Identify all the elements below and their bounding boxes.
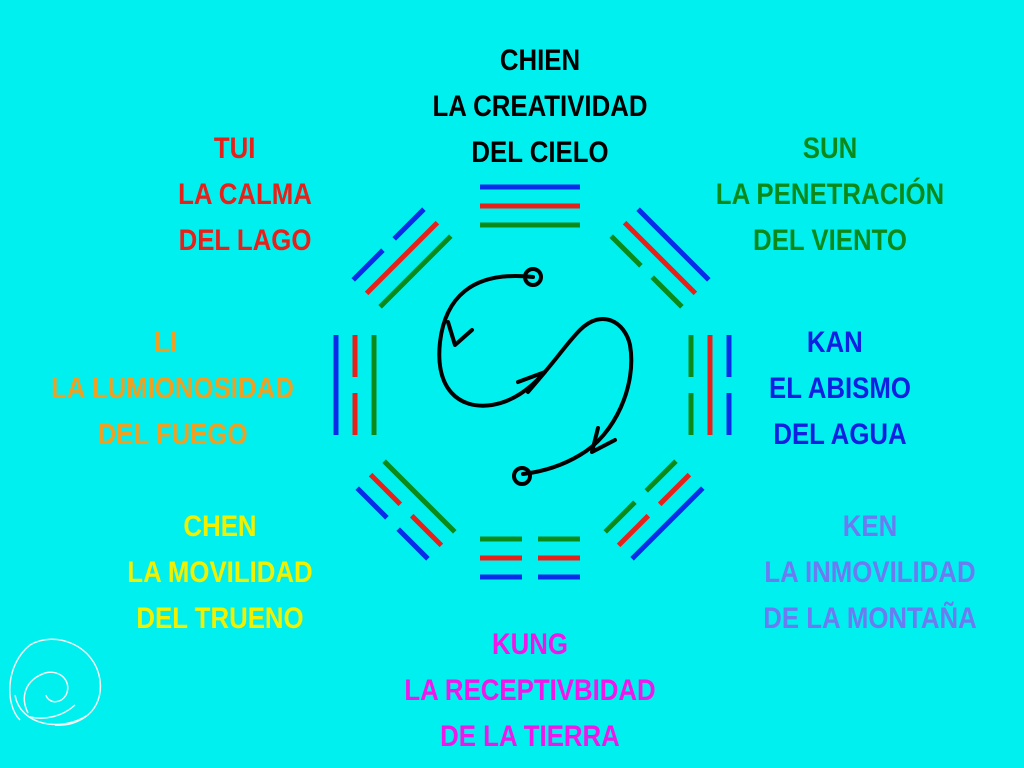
sun-line2: DEL VIENTO — [753, 224, 907, 257]
kung-line2: DE LA TIERRA — [440, 720, 620, 753]
trigram-tui-line-1-broken — [392, 207, 426, 241]
chien-line1: LA CREATIVIDAD — [432, 90, 648, 123]
label-li: LI LA LUMIONOSIDAD DEL FUEGO — [24, 320, 321, 458]
kan-line1: EL ABISMO — [769, 372, 911, 405]
label-sun: SUN LA PENETRACIÓN DEL VIENTO — [684, 126, 976, 264]
label-kung: KUNG LA RECEPTIVBIDAD DE LA TIERRA — [392, 622, 667, 760]
sun-line1: LA PENETRACIÓN — [715, 178, 945, 211]
trigram-octagon — [333, 184, 732, 580]
trigram-kung — [480, 536, 580, 580]
chien-name: CHIEN — [499, 44, 581, 77]
trigram-ken-line-3-broken — [644, 459, 678, 493]
label-chen: CHEN LA MOVILIDAD DEL TRUENO — [100, 504, 341, 642]
trigram-tui — [351, 207, 453, 309]
trigram-tui-line-2-solid — [364, 220, 440, 296]
trigram-chen-line-1-broken — [355, 486, 389, 520]
tui-line2: DEL LAGO — [178, 224, 312, 257]
trigram-chen-line-2-broken — [368, 472, 403, 507]
chen-line1: LA MOVILIDAD — [127, 556, 313, 589]
ken-name: KEN — [842, 510, 898, 543]
trigram-li — [333, 335, 377, 435]
chen-line2: DEL TRUENO — [136, 602, 304, 635]
trigram-chen-line-2-broken — [409, 513, 444, 548]
trigram-ken-line-2-broken — [616, 513, 651, 548]
trigram-sun-line-1-solid — [636, 207, 711, 282]
trigram-chen-line-3-solid — [382, 459, 457, 534]
li-line2: DEL FUEGO — [97, 418, 248, 451]
li-name: LI — [154, 326, 178, 359]
label-kan: KAN EL ABISMO DEL AGUA — [720, 320, 961, 458]
tui-line1: LA CALMA — [178, 178, 312, 211]
label-tui: TUI LA CALMA DEL LAGO — [133, 126, 357, 264]
sun-name: SUN — [802, 132, 858, 165]
kung-line1: LA RECEPTIVBIDAD — [404, 674, 656, 707]
ken-line2: DE LA MONTAÑA — [763, 602, 977, 635]
kan-name: KAN — [806, 326, 863, 359]
trigram-chen-line-1-broken — [396, 527, 430, 561]
chien-line2: DEL CIELO — [471, 136, 609, 169]
label-ken: KEN LA INMOVILIDAD DE LA MONTAÑA — [732, 504, 1007, 642]
spiral-logo-icon — [9, 638, 102, 726]
chen-name: CHEN — [183, 510, 257, 543]
trigram-ken-line-3-broken — [603, 500, 637, 534]
trigram-chen — [355, 459, 457, 561]
trigram-sun — [609, 207, 711, 309]
trigram-chien — [480, 184, 580, 228]
trigram-ken — [603, 459, 705, 561]
kung-name: KUNG — [492, 628, 568, 661]
trigram-sun-line-3-broken — [650, 275, 684, 309]
trigram-ken-line-1-solid — [630, 486, 705, 561]
trigram-tui-line-3-solid — [378, 234, 453, 309]
trigram-ken-line-2-broken — [657, 472, 692, 507]
trigram-kan — [688, 335, 732, 435]
label-chien: CHIEN LA CREATIVIDAD DEL CIELO — [411, 38, 669, 176]
tui-name: TUI — [213, 132, 256, 165]
kan-line2: DEL AGUA — [773, 418, 907, 451]
trigram-tui-line-1-broken — [351, 248, 385, 282]
li-line1: LA LUMIONOSIDAD — [51, 372, 294, 405]
trigram-sun-line-2-solid — [622, 220, 698, 296]
ken-line1: LA INMOVILIDAD — [764, 556, 976, 589]
trigram-sun-line-3-broken — [609, 234, 643, 268]
center-spiral-icon — [437, 267, 634, 486]
